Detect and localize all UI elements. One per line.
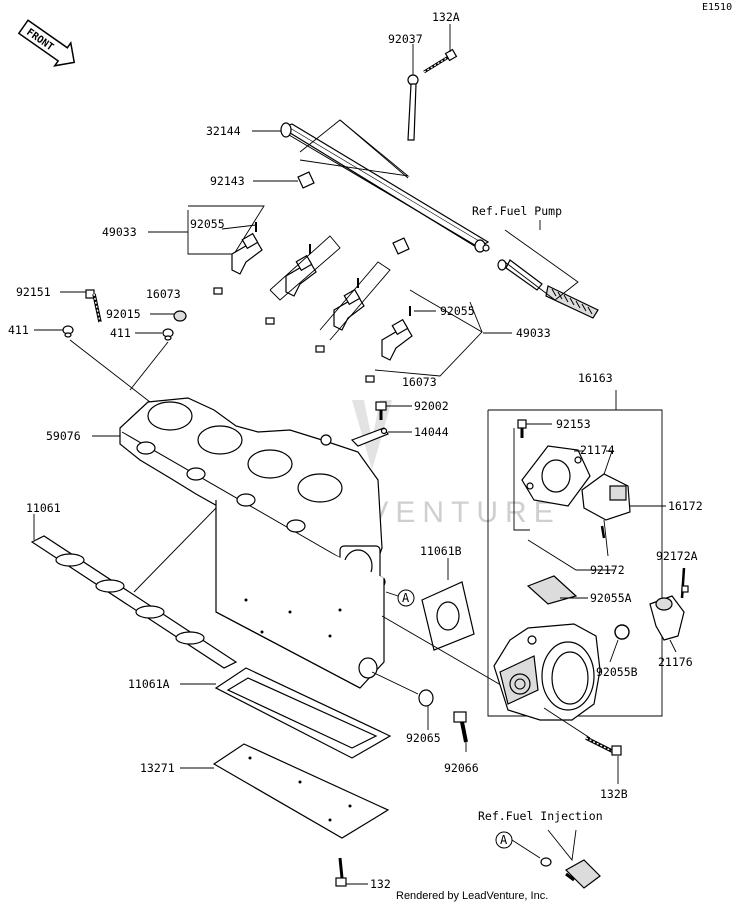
label-132b: 132B xyxy=(600,787,628,801)
label-ref-fuel-pump: Ref.Fuel Pump xyxy=(472,204,562,218)
intake-manifold-59076 xyxy=(119,397,386,589)
injector-4 xyxy=(365,306,413,383)
callout-a-main: A xyxy=(397,589,415,607)
svg-text:A: A xyxy=(402,591,410,605)
bolt-132a xyxy=(423,48,458,74)
injector-1 xyxy=(213,222,263,295)
throttle-adapter-21174 xyxy=(521,445,591,507)
screw-92172a xyxy=(680,567,689,599)
label-92143: 92143 xyxy=(210,174,245,188)
label-92055b: 92055B xyxy=(596,665,638,679)
cover-13271 xyxy=(212,743,390,839)
label-92002: 92002 xyxy=(414,399,449,413)
screw-92172 xyxy=(600,525,606,539)
label-21176: 21176 xyxy=(658,655,693,669)
label-59076: 59076 xyxy=(46,429,81,443)
label-92066: 92066 xyxy=(444,761,479,775)
label-132a: 132A xyxy=(432,10,460,24)
o-ring-92143-b xyxy=(392,237,410,255)
label-16163: 16163 xyxy=(578,371,613,385)
washer-92065 xyxy=(418,689,434,707)
label-132: 132 xyxy=(370,877,391,891)
bolt-132b xyxy=(585,736,622,756)
label-411-a: 411 xyxy=(8,323,29,337)
bolt-92066 xyxy=(453,711,468,743)
gasket-11061b xyxy=(421,581,475,651)
label-11061: 11061 xyxy=(26,501,61,515)
injector-3 xyxy=(315,278,365,353)
fuel-rail-32144 xyxy=(280,122,490,253)
svg-text:A: A xyxy=(500,833,508,847)
diagram-code: E1510 xyxy=(702,2,732,13)
label-16172: 16172 xyxy=(668,499,703,513)
label-92153: 92153 xyxy=(556,417,591,431)
callout-a-inj: A xyxy=(495,831,513,849)
label-21174: 21174 xyxy=(580,443,615,457)
gasket-11061 xyxy=(30,535,238,669)
bolt-92151 xyxy=(85,289,102,323)
label-92037: 92037 xyxy=(388,32,423,46)
label-49033-right: 49033 xyxy=(516,326,551,340)
plenum-chamber xyxy=(215,500,385,689)
damper-92015 xyxy=(173,310,187,322)
fuel-pump-connector xyxy=(497,259,599,319)
label-92151: 92151 xyxy=(16,285,51,299)
label-14044: 14044 xyxy=(414,425,449,439)
label-92055-right: 92055 xyxy=(440,304,475,318)
label-92015: 92015 xyxy=(106,307,141,321)
label-92055a: 92055A xyxy=(590,591,632,605)
label-92065: 92065 xyxy=(406,731,441,745)
idle-control-valve-16172 xyxy=(581,473,631,521)
label-16073-mid: 16073 xyxy=(402,375,437,389)
bracket-14044 xyxy=(350,427,389,447)
label-13271: 13271 xyxy=(140,761,175,775)
o-ring-inj xyxy=(540,857,552,867)
o-ring-92143 xyxy=(297,171,315,189)
injector-2 xyxy=(265,244,317,325)
label-49033-left: 49033 xyxy=(102,225,137,239)
grommet-411-a xyxy=(62,325,74,338)
front-arrow-icon: FRONT xyxy=(17,19,76,67)
o-ring-92055b xyxy=(614,624,630,640)
grommet-411-b xyxy=(162,328,174,341)
label-11061a: 11061A xyxy=(128,677,170,691)
footer-credit: Rendered by LeadVenture, Inc. xyxy=(396,890,548,902)
throttle-sensor-21176 xyxy=(649,595,685,641)
label-ref-fuel-injection: Ref.Fuel Injection xyxy=(478,809,603,823)
label-92172: 92172 xyxy=(590,563,625,577)
fuel-sensor xyxy=(565,859,601,889)
gasket-11061a xyxy=(214,667,392,759)
bolt-92153 xyxy=(517,419,527,438)
throttle-body xyxy=(493,623,601,721)
label-11061b: 11061B xyxy=(420,544,462,558)
label-92172a: 92172A xyxy=(656,549,698,563)
bolt-132 xyxy=(335,857,347,887)
hose-92037 xyxy=(407,74,419,141)
label-92055-top: 92055 xyxy=(190,217,225,231)
label-411-b: 411 xyxy=(110,326,131,340)
label-16073-top: 16073 xyxy=(146,287,181,301)
gasket-92055a xyxy=(526,575,578,605)
label-32144: 32144 xyxy=(206,124,241,138)
